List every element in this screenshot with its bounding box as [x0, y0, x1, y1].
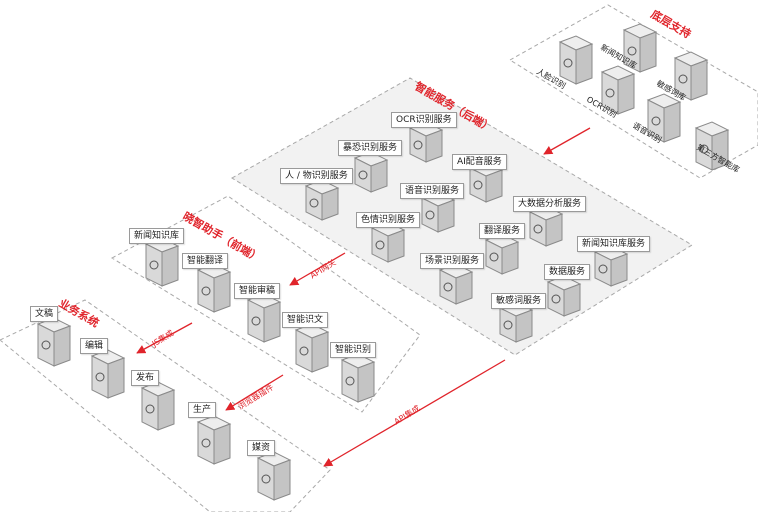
service-icon — [489, 252, 499, 262]
document-icon — [261, 474, 271, 484]
assistant-label-review: 智能审稿 — [234, 283, 281, 299]
business-server-4 — [256, 451, 292, 501]
base-server-3 — [600, 65, 636, 115]
service-icon — [443, 282, 453, 292]
database-icon — [651, 116, 661, 126]
database-icon — [605, 88, 615, 98]
document-icon — [95, 372, 105, 382]
database-icon — [563, 58, 573, 68]
base-server-2 — [673, 51, 709, 101]
assistant-icon — [345, 376, 355, 386]
service-icon — [375, 240, 385, 250]
service-icon — [473, 180, 483, 190]
service-server-7 — [484, 233, 520, 275]
service-server-2 — [304, 179, 340, 221]
business-label-media: 媒资 — [247, 440, 276, 456]
assistant-label-translate: 智能翻译 — [182, 253, 229, 269]
assistant-server-1 — [196, 263, 232, 313]
database-icon — [627, 46, 637, 56]
document-icon — [41, 340, 51, 350]
assistant-server-3 — [294, 323, 330, 373]
service-server-6 — [528, 205, 564, 247]
assistant-server-0 — [144, 237, 180, 287]
business-label-manuscript: 文稿 — [30, 306, 59, 322]
assistant-icon — [251, 316, 261, 326]
business-server-3 — [196, 415, 232, 465]
service-icon — [413, 140, 423, 150]
service-label-porn: 色情识别服务 — [356, 212, 421, 228]
service-label-ocr: OCR识别服务 — [391, 112, 457, 128]
service-server-10 — [546, 275, 582, 317]
business-label-publish: 发布 — [131, 370, 160, 386]
assistant-icon — [201, 286, 211, 296]
base-server-4 — [646, 93, 682, 143]
arrow-base-to-services — [543, 127, 591, 155]
service-label-ai-voice: AI配音服务 — [452, 154, 507, 170]
arrow-browser-plugin — [225, 374, 284, 411]
service-server-8 — [438, 263, 474, 305]
service-icon — [358, 170, 368, 180]
assistant-server-2 — [246, 293, 282, 343]
arrow-js-integration — [136, 322, 193, 354]
service-icon — [551, 294, 561, 304]
service-icon — [309, 198, 319, 208]
document-icon — [201, 438, 211, 448]
assistant-icon — [149, 260, 159, 270]
base-server-1 — [558, 35, 594, 85]
database-icon — [678, 74, 688, 84]
service-label-bigdata: 大数据分析服务 — [513, 196, 587, 212]
service-label-translate: 翻译服务 — [479, 223, 526, 239]
service-server-5 — [370, 221, 406, 263]
assistant-server-4 — [340, 353, 376, 403]
assistant-label-text-recog: 智能识文 — [282, 312, 329, 328]
service-icon — [425, 210, 435, 220]
assistant-icon — [299, 346, 309, 356]
service-icon — [503, 320, 513, 330]
business-label-produce: 生产 — [188, 402, 217, 418]
service-server-4 — [420, 191, 456, 233]
service-label-news-kb: 新闻知识库服务 — [577, 236, 651, 252]
service-icon — [598, 264, 608, 274]
base-server-0 — [622, 23, 658, 73]
service-server-3 — [468, 161, 504, 203]
business-server-1 — [90, 349, 126, 399]
service-label-sensitive: 敏感词服务 — [491, 293, 547, 309]
assistant-label-news-kb: 新闻知识库 — [129, 228, 185, 244]
service-label-speech: 语音识别服务 — [400, 183, 465, 199]
database-icon — [699, 144, 709, 154]
assistant-label-recog: 智能识别 — [330, 342, 377, 358]
service-server-0 — [408, 121, 444, 163]
service-label-scene: 场景识别服务 — [420, 253, 485, 269]
document-icon — [145, 404, 155, 414]
service-label-person-object: 人 / 物识别服务 — [280, 168, 353, 184]
service-server-9 — [593, 245, 629, 287]
business-server-2 — [140, 381, 176, 431]
business-label-edit: 编辑 — [80, 338, 109, 354]
service-icon — [533, 224, 543, 234]
service-server-1 — [353, 151, 389, 193]
arrow-api-integration — [323, 359, 506, 467]
business-server-0 — [36, 317, 72, 367]
arrow-api-gateway — [289, 252, 346, 286]
service-label-data: 数据服务 — [544, 264, 591, 280]
base-server-5 — [694, 121, 730, 171]
service-label-terror: 暴恐识别服务 — [338, 140, 403, 156]
